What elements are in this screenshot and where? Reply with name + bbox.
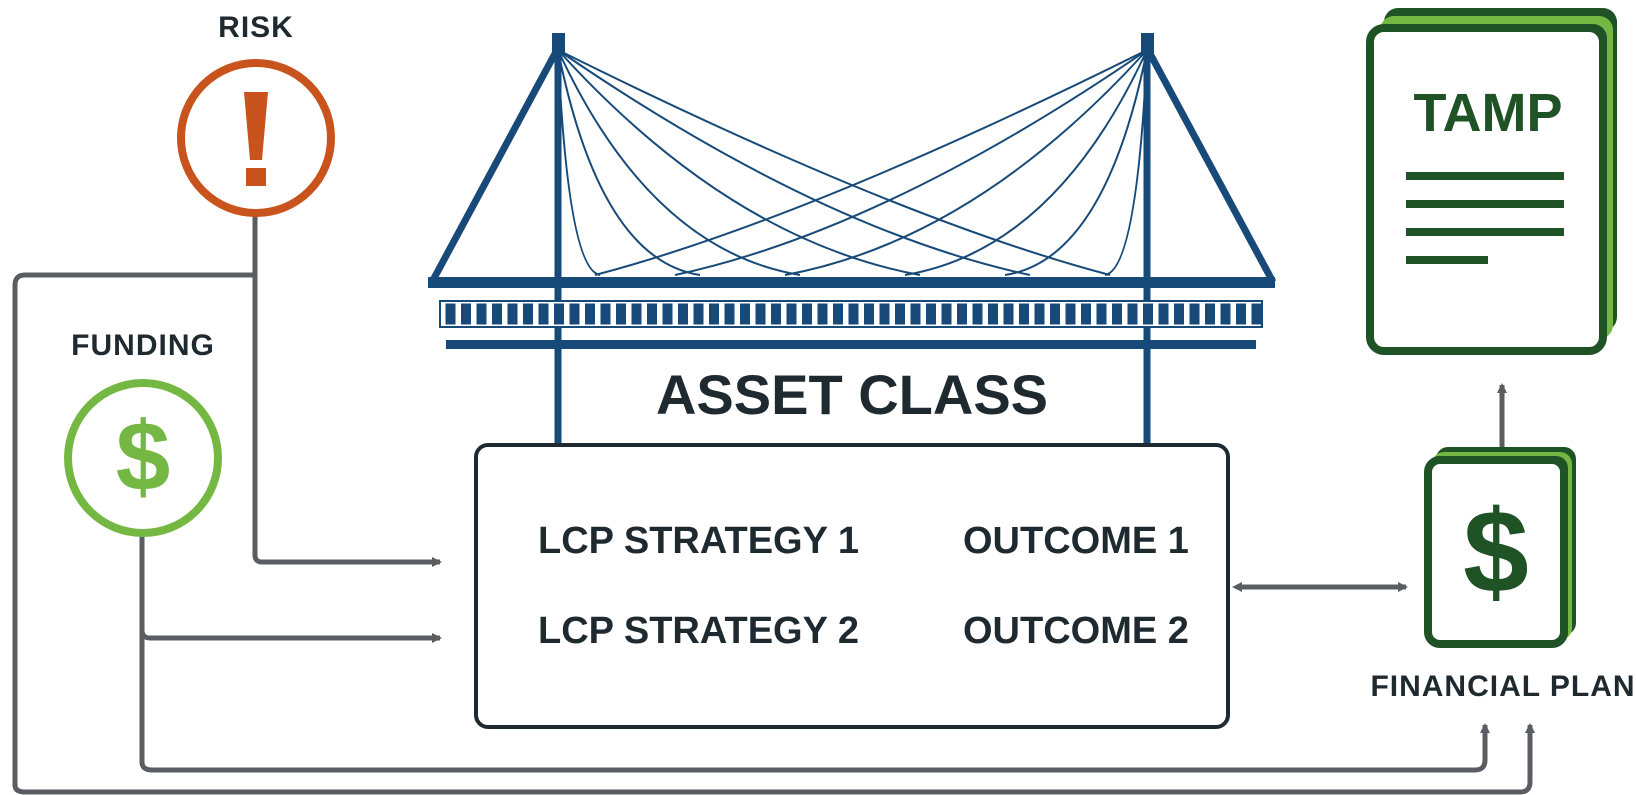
exclamation-icon xyxy=(177,59,335,217)
dollar-icon: $ xyxy=(64,379,222,537)
funding-to-financial-plan-connector xyxy=(139,630,1490,773)
financial-plan-node: $ FINANCIAL PLAN xyxy=(1370,447,1635,703)
risk-to-strategy-connector xyxy=(252,215,442,567)
funding-to-strategy-connector xyxy=(139,535,442,643)
strategy-2-label: LCP STRATEGY 2 xyxy=(538,610,859,652)
deck-slats xyxy=(445,303,1262,325)
funding-node: FUNDING $ xyxy=(64,329,222,537)
dollar-document-icon: $ xyxy=(1424,447,1576,648)
funding-label: FUNDING xyxy=(71,329,215,362)
asset-class-label: ASSET CLASS xyxy=(656,363,1048,426)
connectors xyxy=(12,215,1535,795)
strategy-1-label: LCP STRATEGY 1 xyxy=(538,520,859,562)
svg-text:$: $ xyxy=(116,401,171,511)
strategy-box: LCP STRATEGY 1 OUTCOME 1 LCP STRATEGY 2 … xyxy=(474,443,1230,729)
tamp-node: TAMP xyxy=(1366,8,1617,355)
risk-label: RISK xyxy=(218,11,294,44)
document-icon xyxy=(1366,8,1617,355)
financial-plan-label: FINANCIAL PLAN xyxy=(1370,670,1635,703)
tamp-label: TAMP xyxy=(1414,83,1563,143)
svg-text:$: $ xyxy=(1463,486,1529,618)
outcome-1-label: OUTCOME 1 xyxy=(963,520,1189,562)
outcome-2-label: OUTCOME 2 xyxy=(963,610,1189,652)
risk-node: RISK xyxy=(177,11,335,217)
risk-to-financial-plan-connector xyxy=(12,272,1535,795)
bridge-icon xyxy=(428,33,1277,443)
